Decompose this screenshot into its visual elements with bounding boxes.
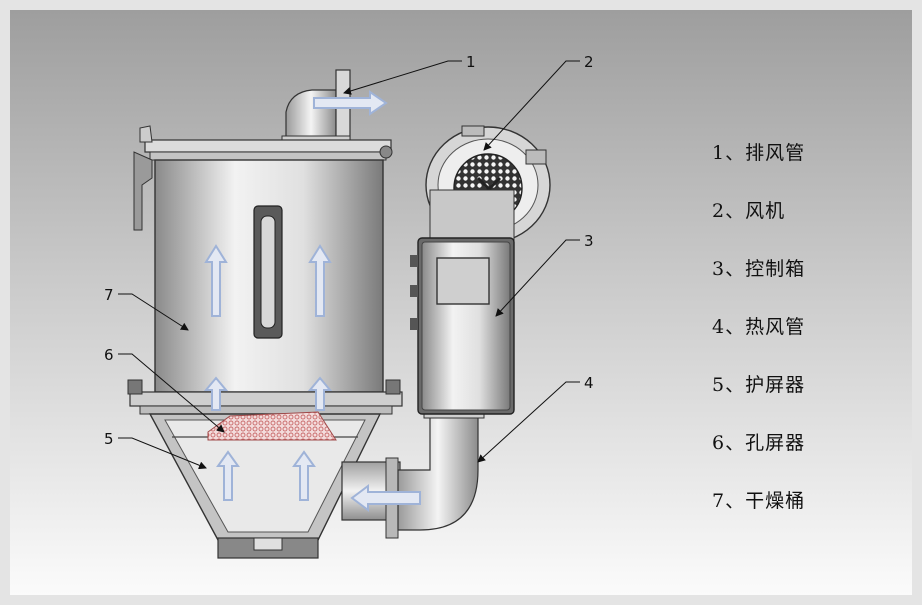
legend-item-hole-screen: 6、孔屏器 [712, 432, 806, 454]
legend-item-control-box: 3、控制箱 [712, 258, 806, 280]
callout-3: 3 [584, 232, 594, 250]
callout-5: 5 [104, 430, 114, 448]
callout-7: 7 [104, 286, 114, 304]
component-legend: 1、排风管 2、风机 3、控制箱 4、热风管 5、护屏器 6、孔屏器 7、干燥桶 [712, 138, 912, 544]
legend-item-guard-screen: 5、护屏器 [712, 374, 806, 396]
callout-4: 4 [584, 374, 594, 392]
drying-bin [127, 159, 403, 415]
airflow-arrows [203, 90, 421, 512]
legend-item-drying-bin: 7、干燥桶 [712, 490, 806, 512]
control-box [410, 237, 515, 415]
callout-6: 6 [104, 346, 114, 364]
hopper-lid [133, 125, 393, 231]
hopper-cone [148, 413, 382, 559]
blower [425, 125, 551, 244]
hole-screen [207, 411, 337, 441]
callout-1: 1 [466, 53, 476, 71]
legend-item-exhaust-pipe: 1、排风管 [712, 142, 806, 164]
legend-item-blower: 2、风机 [712, 200, 786, 222]
callout-2: 2 [584, 53, 594, 71]
legend-item-hot-air-pipe: 4、热风管 [712, 316, 806, 338]
leader-lines [118, 60, 580, 470]
